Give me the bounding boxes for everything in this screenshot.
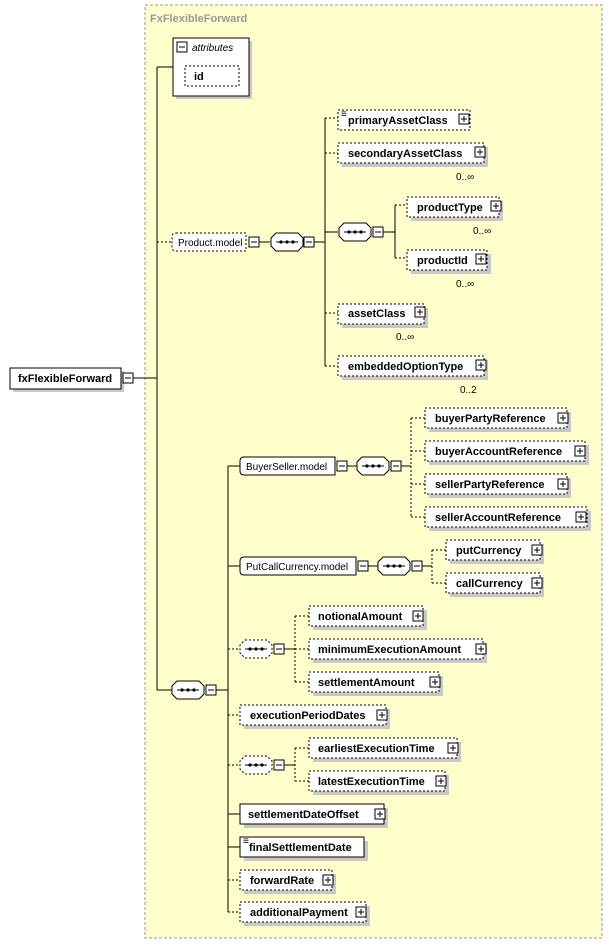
- root-element-label: fxFlexibleForward: [18, 373, 112, 385]
- expand-icon[interactable]: [376, 709, 388, 721]
- product-id-label: productId: [417, 255, 468, 267]
- attribute-id-label: id: [194, 71, 204, 83]
- final-settlement-date-label: finalSettlementDate: [249, 842, 352, 854]
- expand-icon[interactable]: [458, 113, 470, 125]
- settlement-date-offset-label: settlementDateOffset: [248, 809, 359, 821]
- notional-amount-label: notionalAmount: [318, 611, 403, 623]
- call-currency-label: callCurrency: [456, 578, 524, 590]
- element-product-id[interactable]: [406, 249, 488, 271]
- product-choice-compositor[interactable]: [338, 222, 384, 242]
- expand-icon[interactable]: [574, 445, 586, 457]
- expand-icon[interactable]: [435, 775, 447, 787]
- expand-icon[interactable]: [355, 906, 367, 918]
- buyer-seller-model-label: BuyerSeller.model: [246, 462, 327, 473]
- root-element-box[interactable]: [9, 367, 122, 390]
- expand-icon[interactable]: [557, 412, 569, 424]
- buyer-party-reference-label: buyerPartyReference: [435, 413, 546, 425]
- occurrence-product-type: 0..∞: [473, 226, 491, 237]
- buyer-seller-collapse-icon[interactable]: [336, 460, 348, 472]
- additional-payment-label: additionalPayment: [250, 907, 348, 919]
- product-type-label: productType: [417, 202, 483, 214]
- amounts-sequence-compositor[interactable]: [239, 639, 285, 659]
- expand-icon[interactable]: [475, 253, 487, 265]
- expand-icon[interactable]: [531, 577, 543, 589]
- expand-icon[interactable]: [575, 511, 587, 523]
- complex-type-title: FxFlexibleForward: [150, 13, 247, 25]
- expand-icon[interactable]: [490, 200, 502, 212]
- expand-icon[interactable]: [447, 742, 459, 754]
- buyer-seller-sequence-compositor[interactable]: [356, 456, 402, 476]
- product-model-collapse-icon[interactable]: [248, 236, 260, 248]
- put-currency-label: putCurrency: [456, 545, 522, 557]
- earliest-execution-time-label: earliestExecutionTime: [318, 743, 435, 755]
- root-collapse-icon[interactable]: [122, 372, 134, 384]
- attributes-collapse-icon[interactable]: [176, 41, 188, 53]
- minimum-execution-amount-label: minimumExecutionAmount: [318, 644, 461, 656]
- element-seller-account-reference[interactable]: [424, 506, 588, 528]
- element-primary-asset-class[interactable]: [337, 109, 471, 131]
- secondary-asset-class-label: secondaryAssetClass: [348, 148, 462, 160]
- attributes-title: attributes: [192, 43, 233, 54]
- element-final-settlement-date[interactable]: [239, 836, 365, 858]
- asset-class-label: assetClass: [348, 308, 406, 320]
- occurrence-secondary-asset-class: 0..∞: [456, 172, 474, 183]
- put-call-sequence-compositor[interactable]: [377, 556, 423, 576]
- primary-asset-class-label: primaryAssetClass: [348, 115, 448, 127]
- product-sequence-compositor[interactable]: [270, 232, 315, 252]
- seller-account-reference-label: sellerAccountReference: [435, 512, 561, 524]
- put-call-currency-model-label: PutCallCurrency.model: [246, 562, 348, 573]
- occurrence-asset-class: 0..∞: [396, 332, 414, 343]
- product-model-label: Product.model: [178, 238, 242, 249]
- expand-icon[interactable]: [412, 610, 424, 622]
- attribute-id[interactable]: [184, 65, 240, 87]
- expand-icon[interactable]: [531, 544, 543, 556]
- latest-execution-time-label: latestExecutionTime: [318, 776, 425, 788]
- expand-icon[interactable]: [429, 676, 441, 688]
- forward-rate-label: forwardRate: [250, 875, 314, 887]
- expand-icon[interactable]: [322, 874, 334, 886]
- execution-period-dates-label: executionPeriodDates: [250, 710, 366, 722]
- buyer-seller-model-group[interactable]: [239, 456, 336, 476]
- doc-icon: ≡: [243, 836, 249, 847]
- embedded-option-type-label: embeddedOptionType: [348, 361, 463, 373]
- buyer-account-reference-label: buyerAccountReference: [435, 446, 562, 458]
- expand-icon[interactable]: [374, 808, 386, 820]
- expand-icon[interactable]: [475, 643, 487, 655]
- expand-icon[interactable]: [414, 306, 426, 318]
- expand-icon[interactable]: [475, 359, 487, 371]
- doc-icon: ≡: [341, 109, 347, 120]
- expand-icon[interactable]: [474, 146, 486, 158]
- put-call-currency-model-group[interactable]: [239, 556, 357, 576]
- occurrence-embedded-option-type: 0..2: [460, 385, 477, 396]
- product-model-group[interactable]: [171, 232, 247, 252]
- occurrence-product-id: 0..∞: [456, 279, 474, 290]
- expand-icon[interactable]: [557, 478, 569, 490]
- seller-party-reference-label: sellerPartyReference: [435, 479, 544, 491]
- settlement-amount-label: settlementAmount: [318, 677, 415, 689]
- put-call-collapse-icon[interactable]: [357, 560, 369, 572]
